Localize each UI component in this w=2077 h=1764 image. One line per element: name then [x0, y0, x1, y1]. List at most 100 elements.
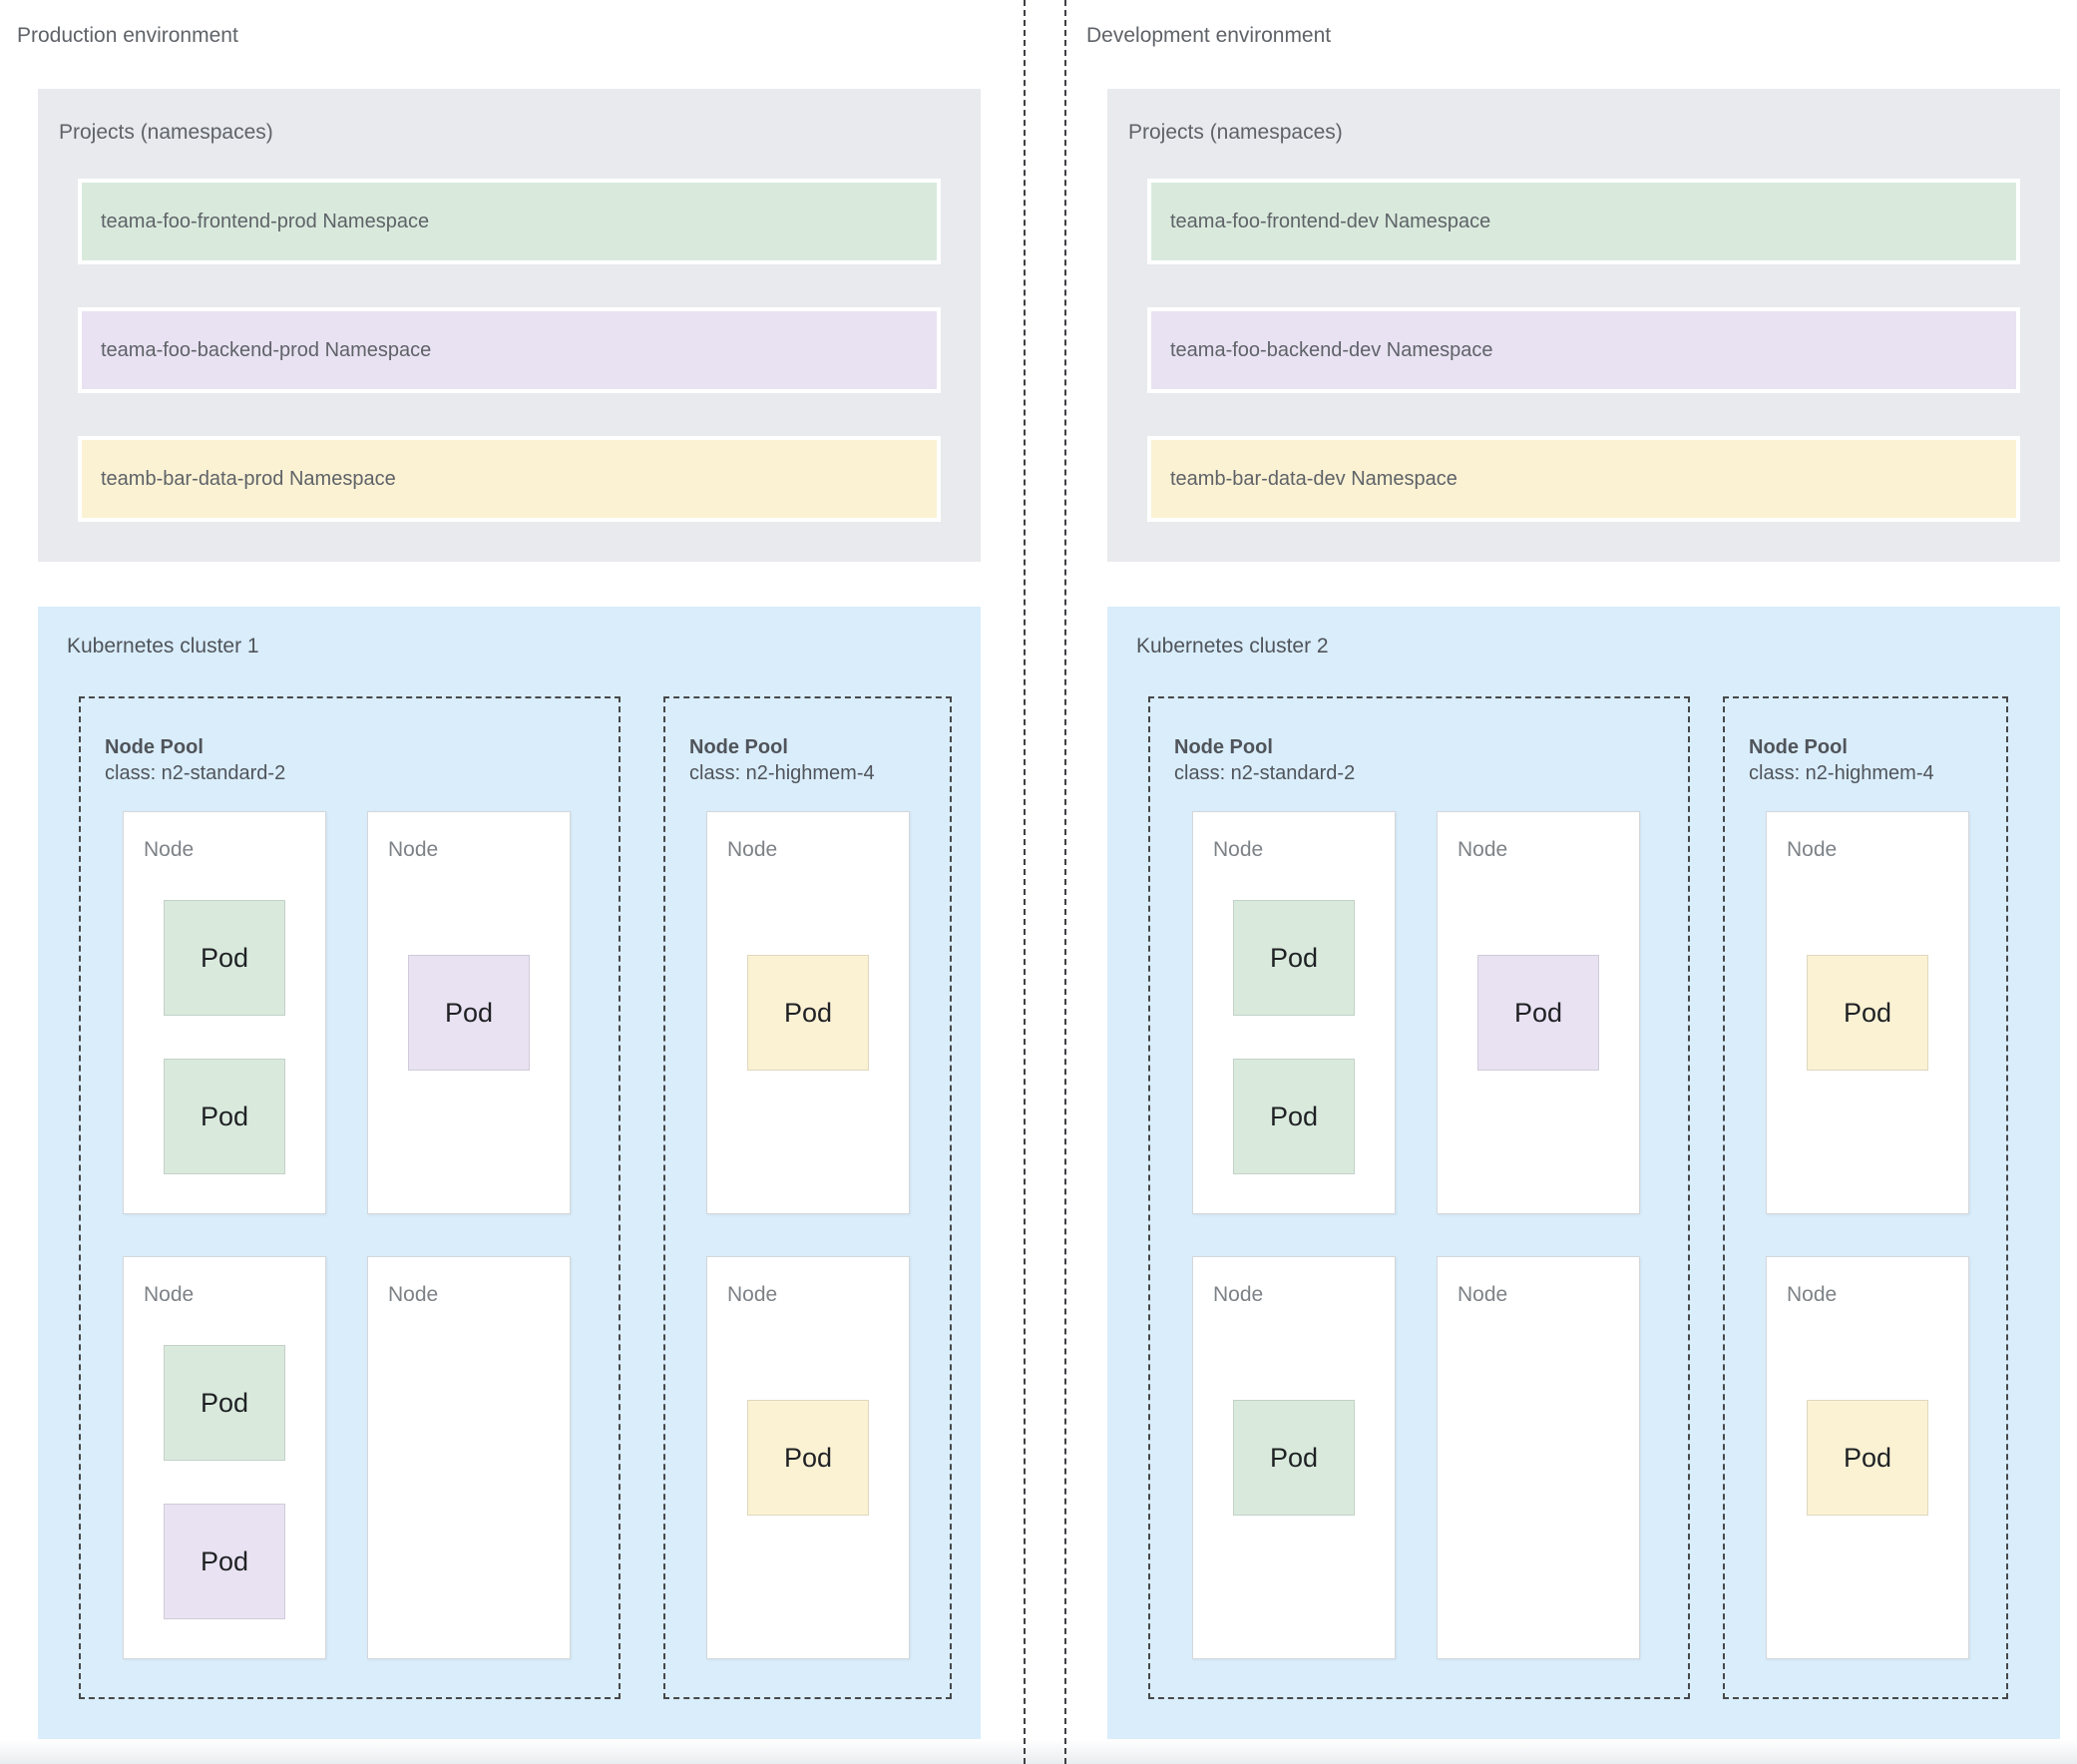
pod-box: Pod	[1477, 955, 1599, 1071]
pod-list: Pod	[368, 812, 570, 1213]
pod-label: Pod	[200, 1545, 249, 1576]
pod-list: Pod	[1438, 812, 1639, 1213]
pod-box: Pod	[1233, 1400, 1355, 1516]
pod-list: Pod	[707, 1257, 909, 1658]
node-pool-title: Node Pool	[105, 736, 204, 758]
pod-label: Pod	[1513, 997, 1563, 1028]
node-pool-header: Node Pool class: n2-standard-2	[105, 734, 285, 786]
projects-panel: Projects (namespaces) teama-foo-frontend…	[1107, 89, 2060, 562]
pod-box: Pod	[1807, 1400, 1928, 1516]
namespace-label: teama-foo-backend-dev Namespace	[1170, 338, 1493, 361]
environment-divider-line	[1024, 0, 1026, 1764]
node-label: Node	[1787, 1283, 1838, 1306]
environment-column-production: Production environment Projects (namespa…	[0, 0, 1008, 1764]
node-label: Node	[144, 1283, 195, 1306]
namespace-list: teama-foo-frontend-dev Namespace teama-f…	[1147, 179, 2020, 522]
node-list: Node Pod Node Pod	[1725, 698, 2006, 1697]
node-label: Node	[727, 1283, 778, 1306]
pod-label: Pod	[1269, 1101, 1319, 1131]
node-box: Node Pod	[1192, 1256, 1396, 1659]
node-box: Node	[1437, 1256, 1640, 1659]
namespace-label: teamb-bar-data-dev Namespace	[1170, 467, 1457, 490]
pod-list: Pod Pod	[124, 812, 325, 1213]
canvas-bottom-fade	[0, 1739, 2077, 1764]
node-label: Node	[1213, 1283, 1264, 1306]
node-pool-list: Node Pool class: n2-standard-2 Node Pod …	[1107, 607, 2060, 1739]
pod-box: Pod	[747, 1400, 869, 1516]
node-pool: Node Pool class: n2-highmem-4 Node Pod N…	[663, 696, 952, 1699]
pod-box: Pod	[1807, 955, 1928, 1071]
pod-label: Pod	[783, 1442, 833, 1473]
pod-box: Pod	[164, 1504, 285, 1619]
node-pool-header: Node Pool class: n2-highmem-4	[1749, 734, 1934, 786]
node-list: Node Pod Node Pod	[665, 698, 950, 1697]
pod-box: Pod	[1233, 900, 1355, 1016]
pod-list	[1438, 1257, 1639, 1658]
node-pool-machine-class: class: n2-highmem-4	[689, 762, 875, 784]
node-pool-title: Node Pool	[1749, 736, 1848, 758]
namespace-label: teama-foo-frontend-dev Namespace	[1170, 210, 1491, 232]
node-pool-machine-class: class: n2-standard-2	[105, 762, 286, 784]
node-list: Node Pod Pod Node Pod Node Pod Pod Node	[81, 698, 619, 1697]
environment-divider-line	[1064, 0, 1066, 1764]
namespace-bar: teama-foo-backend-dev Namespace	[1147, 307, 2020, 393]
pod-label: Pod	[200, 1101, 249, 1131]
kubernetes-cluster-panel: Kubernetes cluster 1 Node Pool class: n2…	[38, 607, 981, 1739]
node-pool-header: Node Pool class: n2-highmem-4	[689, 734, 875, 786]
pod-label: Pod	[444, 997, 494, 1028]
pod-list	[368, 1257, 570, 1658]
pod-box: Pod	[164, 1059, 285, 1174]
pod-label: Pod	[1843, 997, 1892, 1028]
node-label: Node	[144, 838, 195, 861]
node-box: Node Pod	[1766, 811, 1969, 1214]
node-box: Node Pod	[1766, 1256, 1969, 1659]
pod-box: Pod	[1233, 1059, 1355, 1174]
pod-box: Pod	[164, 900, 285, 1016]
node-label: Node	[388, 1283, 439, 1306]
namespace-bar: teamb-bar-data-dev Namespace	[1147, 436, 2020, 522]
node-pool-list: Node Pool class: n2-standard-2 Node Pod …	[38, 607, 981, 1739]
projects-panel-title: Projects (namespaces)	[59, 121, 273, 144]
node-pool: Node Pool class: n2-highmem-4 Node Pod N…	[1723, 696, 2008, 1699]
pod-box: Pod	[164, 1345, 285, 1461]
pod-list: Pod	[1767, 1257, 1968, 1658]
pod-label: Pod	[1269, 1442, 1319, 1473]
namespace-list: teama-foo-frontend-prod Namespace teama-…	[78, 179, 941, 522]
node-pool-title: Node Pool	[689, 736, 788, 758]
pod-label: Pod	[200, 942, 249, 973]
node-box: Node Pod Pod	[123, 811, 326, 1214]
namespace-label: teamb-bar-data-prod Namespace	[101, 467, 396, 490]
pod-list: Pod	[1767, 812, 1968, 1213]
pod-list: Pod Pod	[1193, 812, 1395, 1213]
node-box: Node Pod	[1437, 811, 1640, 1214]
node-label: Node	[1787, 838, 1838, 861]
pod-box: Pod	[408, 955, 530, 1071]
namespace-bar: teama-foo-frontend-prod Namespace	[78, 179, 941, 264]
environment-title: Production environment	[17, 24, 238, 47]
namespace-label: teama-foo-backend-prod Namespace	[101, 338, 432, 361]
namespace-bar: teama-foo-backend-prod Namespace	[78, 307, 941, 393]
pod-label: Pod	[1269, 942, 1319, 973]
node-pool-machine-class: class: n2-standard-2	[1174, 762, 1356, 784]
projects-panel-title: Projects (namespaces)	[1128, 121, 1343, 144]
environment-title: Development environment	[1086, 24, 1332, 47]
node-box: Node Pod Pod	[123, 1256, 326, 1659]
cluster-title: Kubernetes cluster 1	[67, 635, 259, 658]
environment-column-development: Development environment Projects (namesp…	[1069, 0, 2077, 1764]
node-box: Node Pod	[367, 811, 571, 1214]
node-pool-machine-class: class: n2-highmem-4	[1749, 762, 1934, 784]
pod-list: Pod	[707, 812, 909, 1213]
node-box: Node Pod Pod	[1192, 811, 1396, 1214]
namespace-bar: teamb-bar-data-prod Namespace	[78, 436, 941, 522]
projects-panel: Projects (namespaces) teama-foo-frontend…	[38, 89, 981, 562]
node-pool: Node Pool class: n2-standard-2 Node Pod …	[79, 696, 621, 1699]
namespace-label: teama-foo-frontend-prod Namespace	[101, 210, 430, 232]
node-label: Node	[1457, 1283, 1508, 1306]
pod-box: Pod	[747, 955, 869, 1071]
node-pool-title: Node Pool	[1174, 736, 1273, 758]
kubernetes-cluster-panel: Kubernetes cluster 2 Node Pool class: n2…	[1107, 607, 2060, 1739]
namespace-bar: teama-foo-frontend-dev Namespace	[1147, 179, 2020, 264]
node-list: Node Pod Pod Node Pod Node Pod Node	[1150, 698, 1688, 1697]
node-box: Node Pod	[706, 1256, 910, 1659]
